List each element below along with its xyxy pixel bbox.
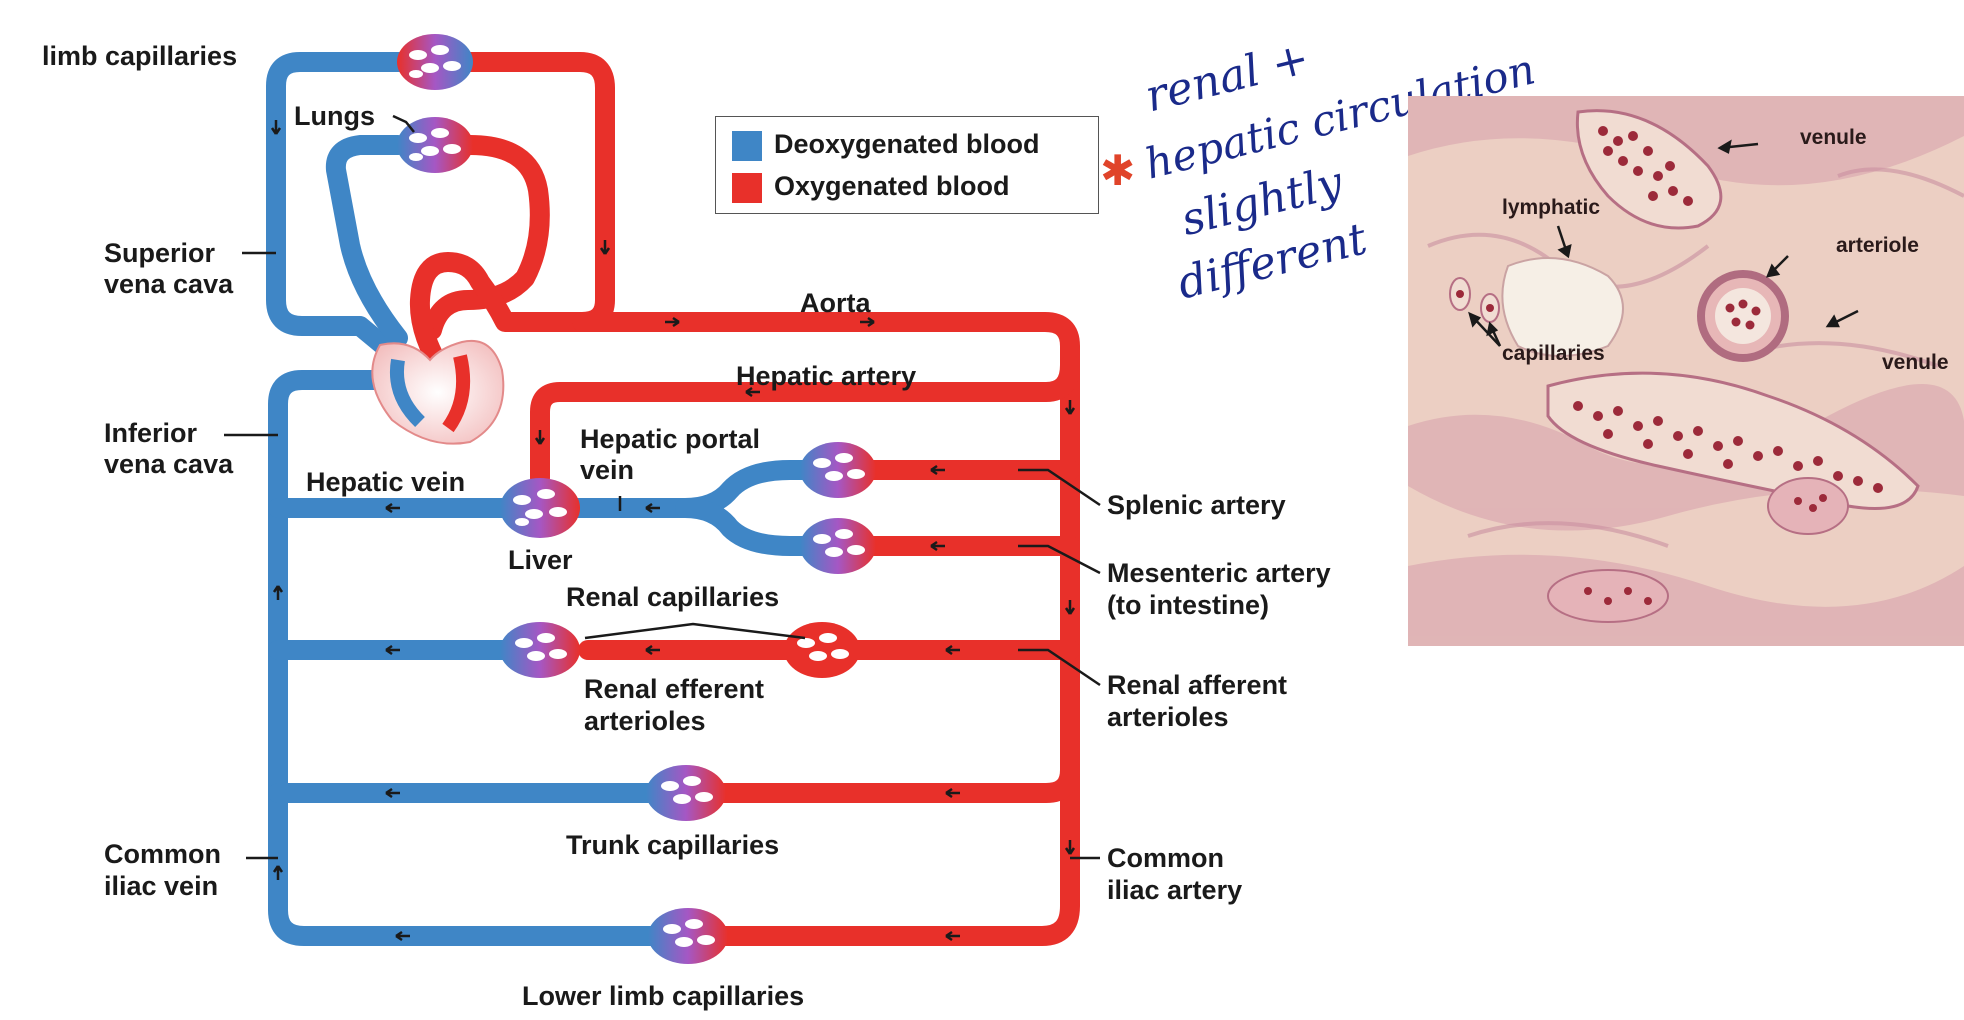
lower-limb-capillary-bed [648, 908, 728, 964]
label-upper-limb-capillaries: limb capillaries [42, 41, 238, 71]
tissue-micrograph: venule lymphatic arteriole venule capill… [1408, 96, 1964, 646]
label-hepatic-portal-vein-line2: vein [580, 455, 635, 485]
label-trunk-capillaries: Trunk capillaries [566, 830, 780, 860]
label-common-iliac-artery-line2: iliac artery [1107, 875, 1243, 905]
legend-label-deoxygenated: Deoxygenated blood [774, 129, 1040, 159]
label-inferior-vena-cava-line1: Inferior [104, 418, 198, 448]
micro-label-venule-right: venule [1882, 351, 1949, 374]
legend-label-oxygenated: Oxygenated blood [774, 171, 1010, 201]
label-mesenteric-artery-line2: (to intestine) [1107, 590, 1269, 620]
renal-afferent-capillary-bed [784, 622, 860, 678]
heart [371, 339, 505, 445]
renal-glomerular-capillary-bed [500, 622, 580, 678]
splenic-capillary-bed [800, 442, 876, 498]
arterial-vessels [409, 52, 1080, 946]
label-liver: Liver [508, 545, 573, 575]
micro-label-lymphatic: lymphatic [1502, 196, 1601, 219]
legend-swatch-deoxygenated [732, 131, 762, 161]
capillary-beds [397, 34, 876, 964]
legend-swatch-oxygenated [732, 173, 762, 203]
label-lungs: Lungs [294, 101, 375, 131]
lung-capillary-bed [397, 117, 473, 173]
label-common-iliac-vein-line2: iliac vein [104, 871, 219, 901]
legend: Deoxygenated blood Oxygenated blood [715, 116, 1099, 214]
micro-label-arteriole: arteriole [1836, 234, 1919, 257]
leader-lines [224, 114, 1101, 860]
liver-capillary-bed [500, 478, 580, 538]
intestine-capillary-bed [800, 518, 876, 574]
label-renal-efferent-line1: Renal efferent [584, 674, 765, 704]
label-common-iliac-vein-line1: Common [104, 839, 221, 869]
trunk-capillary-bed [646, 765, 726, 821]
label-common-iliac-artery-line1: Common [1107, 843, 1224, 873]
label-mesenteric-artery-line1: Mesenteric artery [1107, 558, 1331, 588]
label-hepatic-vein: Hepatic vein [306, 467, 466, 497]
flow-arrows [270, 120, 1076, 942]
label-renal-afferent-line1: Renal afferent [1107, 670, 1288, 700]
label-lower-limb-capillaries: Lower limb capillaries [522, 981, 805, 1011]
micro-label-capillaries: capillaries [1502, 342, 1605, 365]
annotation-star-icon: ✱ [1100, 146, 1136, 195]
label-renal-efferent-line2: arterioles [584, 706, 706, 736]
label-inferior-vena-cava-line2: vena cava [104, 449, 234, 479]
circulation-diagram [224, 34, 1101, 964]
label-renal-capillaries: Renal capillaries [566, 582, 780, 612]
label-superior-vena-cava-line1: Superior [104, 238, 216, 268]
label-hepatic-artery: Hepatic artery [736, 361, 917, 391]
label-superior-vena-cava-line2: vena cava [104, 269, 234, 299]
micro-label-venule-top: venule [1800, 126, 1867, 149]
label-splenic-artery: Splenic artery [1107, 490, 1286, 520]
upper-limb-capillary-bed [397, 34, 473, 90]
label-hepatic-portal-vein-line1: Hepatic portal [580, 424, 761, 454]
label-aorta: Aorta [800, 288, 871, 318]
label-renal-afferent-line2: arterioles [1107, 702, 1229, 732]
